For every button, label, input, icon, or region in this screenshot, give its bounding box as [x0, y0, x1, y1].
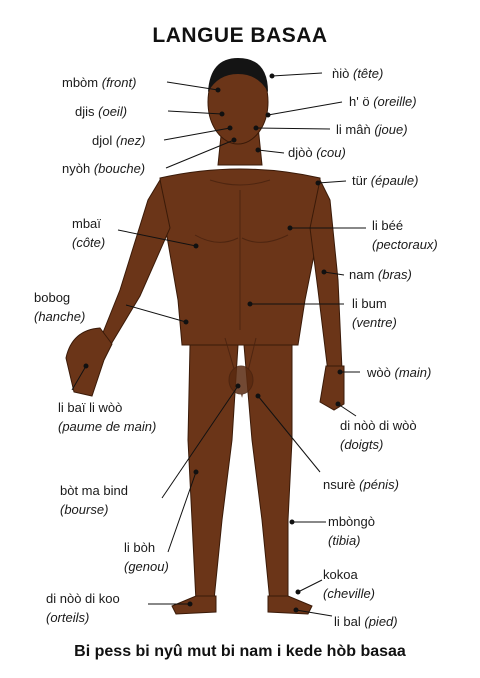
label-bouche: nyòh (bouche) — [62, 159, 145, 178]
label-cote: mbaï (côte) — [72, 214, 105, 252]
label-word: kokoa — [323, 567, 358, 582]
label-translation: (orteils) — [46, 610, 90, 625]
label-word: li mâǹ — [336, 122, 371, 137]
label-oreille: h' ö (oreille) — [349, 92, 417, 111]
label-translation: (bourse) — [60, 502, 109, 517]
label-word: di nòò di wòò — [340, 418, 417, 433]
label-orteils: di nòò di koo (orteils) — [46, 589, 120, 627]
label-word: li baï li wòò — [58, 400, 123, 415]
label-word: tür — [352, 173, 368, 188]
label-translation: (paume de main) — [58, 419, 157, 434]
label-word: bòt ma bind — [60, 483, 128, 498]
label-word: nyòh — [62, 161, 91, 176]
label-word: ǹiò — [332, 66, 350, 81]
label-word: h' ö — [349, 94, 370, 109]
label-bourse: bòt ma bind (bourse) — [60, 481, 128, 519]
page-title: LANGUE BASAA — [152, 24, 328, 47]
label-word: li bòh — [124, 540, 156, 555]
label-translation: (oreille) — [373, 94, 417, 109]
label-translation: (pectoraux) — [372, 237, 438, 252]
label-genou: li bòh (genou) — [124, 538, 169, 576]
label-pied: li bal (pied) — [334, 612, 398, 631]
label-translation: (cheville) — [323, 586, 376, 601]
label-doigts: di nòò di wòò (doigts) — [340, 416, 417, 454]
label-paume: li baï li wòò (paume de main) — [58, 398, 156, 436]
label-translation: (bras) — [377, 267, 412, 282]
label-translation: (doigts) — [340, 437, 384, 452]
label-word: nam — [349, 267, 375, 282]
left-foot — [171, 595, 217, 615]
label-translation: (genou) — [124, 559, 169, 574]
label-joue: li mâǹ (joue) — [336, 120, 408, 139]
label-word: djol — [92, 133, 113, 148]
label-translation: (côte) — [72, 235, 106, 250]
right-arm — [309, 178, 343, 373]
label-front: mbòm (front) — [62, 73, 136, 92]
label-oeil: djis (oeil) — [75, 102, 127, 121]
label-word: li bal — [334, 614, 361, 629]
label-main: wòò (main) — [367, 363, 431, 382]
label-translation: (pied) — [364, 614, 398, 629]
label-translation: (cou) — [316, 145, 346, 160]
label-word: li béé — [372, 218, 404, 233]
label-cheville: kokoa (cheville) — [323, 565, 375, 603]
label-word: nsurè — [323, 477, 356, 492]
left-hand — [65, 327, 113, 397]
label-pectoraux: li béé (pectoraux) — [372, 216, 438, 254]
left-arm — [99, 178, 171, 347]
label-translation: (épaule) — [370, 173, 419, 188]
label-cou: djòò (cou) — [288, 143, 346, 162]
label-word: di nòò di koo — [46, 591, 120, 606]
right-foot — [267, 595, 313, 615]
label-translation: (tête) — [352, 66, 384, 81]
label-translation: (front) — [101, 75, 137, 90]
label-word: bobog — [34, 290, 71, 305]
label-epaule: tür (épaule) — [352, 171, 419, 190]
label-translation: (nez) — [115, 133, 146, 148]
label-translation: (ventre) — [352, 315, 397, 330]
footer-caption: Bi pess bi nyû mut bi nam i kede hòb bas… — [74, 643, 406, 660]
label-nez: djol (nez) — [92, 131, 146, 150]
label-translation: (hanche) — [34, 309, 86, 324]
label-word: li bum — [352, 296, 387, 311]
label-hanche: bobog (hanche) — [34, 288, 85, 326]
hair — [208, 58, 268, 92]
label-translation: (main) — [394, 365, 432, 380]
label-word: djis — [75, 104, 95, 119]
label-word: mbaï — [72, 216, 101, 231]
label-word: djòò — [288, 145, 313, 160]
label-tete: ǹiò (tête) — [332, 64, 383, 83]
body-details — [194, 179, 289, 398]
label-penis: nsurè (pénis) — [323, 475, 399, 494]
label-tibia: mbòngò (tibia) — [328, 512, 375, 550]
label-word: mbòm — [62, 75, 99, 90]
right-hand — [319, 365, 345, 411]
label-translation: (bouche) — [93, 161, 146, 176]
label-translation: (tibia) — [328, 533, 361, 548]
label-word: mbòngò — [328, 514, 375, 529]
label-bras: nam (bras) — [349, 265, 412, 284]
pointer-lines — [71, 72, 366, 617]
label-ventre: li bum (ventre) — [352, 294, 397, 332]
label-word: wòò — [367, 365, 391, 380]
label-translation: (pénis) — [359, 477, 399, 492]
label-translation: (joue) — [374, 122, 408, 137]
label-translation: (oeil) — [98, 104, 128, 119]
